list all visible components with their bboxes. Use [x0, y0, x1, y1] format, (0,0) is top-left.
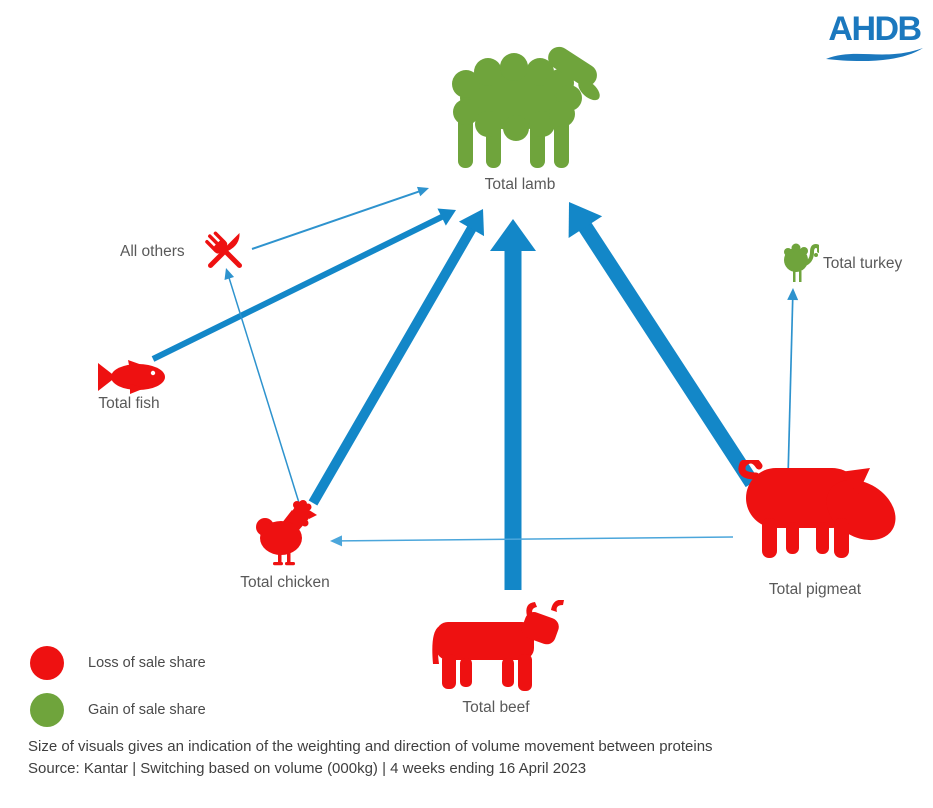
footer-notes: Size of visuals gives an indication of t… — [28, 736, 713, 780]
flow-pigmeat-to-chicken — [330, 535, 734, 547]
label-total-chicken: Total chicken — [240, 574, 330, 591]
ahdb-swoosh-icon — [826, 48, 923, 62]
fork-knife-icon — [205, 231, 242, 268]
legend: Loss of sale share Gain of sale share — [30, 646, 206, 740]
flow-fish-to-lamb — [151, 208, 456, 362]
label-all-others: All others — [120, 243, 185, 260]
flow-chicken-to-all_others — [224, 268, 301, 507]
label-total-lamb: Total lamb — [484, 176, 556, 193]
gain-color-swatch — [30, 693, 64, 727]
legend-label-gain: Gain of sale share — [88, 702, 206, 718]
legend-row-gain: Gain of sale share — [30, 693, 206, 727]
label-total-pigmeat: Total pigmeat — [768, 581, 862, 598]
label-total-beef: Total beef — [462, 699, 530, 716]
ahdb-logo-text: AHDB — [828, 10, 922, 48]
flow-pigmeat-to-lamb — [568, 202, 759, 488]
chicken-icon — [256, 500, 317, 566]
flow-pigmeat-to-turkey — [787, 288, 799, 479]
footer-source: Source: Kantar | Switching based on volu… — [28, 760, 587, 777]
cow-icon — [432, 600, 564, 691]
footer-note-weighting: Size of visuals gives an indication of t… — [28, 738, 713, 755]
loss-color-swatch — [30, 646, 64, 680]
flow-chicken-to-lamb — [308, 209, 485, 506]
fish-icon — [98, 360, 165, 394]
legend-label-loss: Loss of sale share — [88, 655, 206, 671]
label-total-turkey: Total turkey — [823, 255, 903, 272]
turkey-icon — [784, 243, 819, 282]
flow-beef-to-lamb — [490, 219, 536, 590]
ahdb-logo: AHDB — [826, 12, 923, 64]
legend-row-loss: Loss of sale share — [30, 646, 206, 680]
label-total-fish: Total fish — [98, 395, 160, 412]
sheep-icon — [452, 46, 600, 168]
flow-all_others-to-lamb — [251, 186, 429, 250]
pig-icon — [738, 460, 896, 558]
